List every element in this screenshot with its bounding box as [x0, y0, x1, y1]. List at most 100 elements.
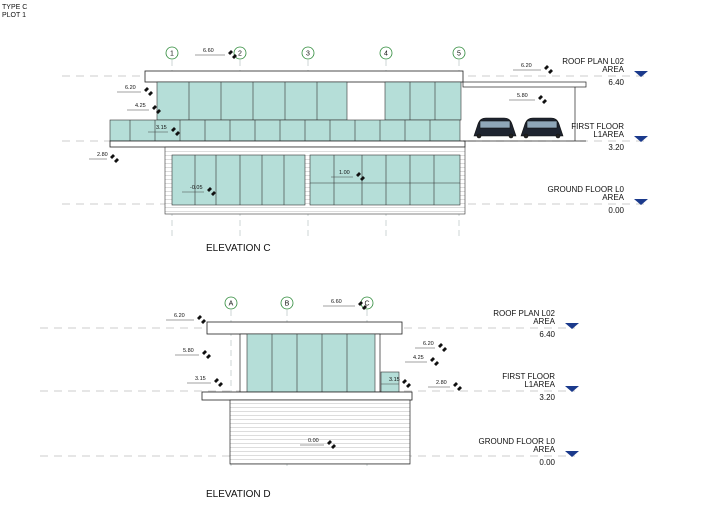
elevation-arrow-icon: [171, 127, 180, 136]
elevation-arrow-icon: [544, 65, 553, 74]
level-triangle-icon: [634, 71, 648, 77]
dimension-value: 1.00: [339, 170, 350, 176]
level-area: AREA: [533, 445, 555, 454]
level-elevation: 3.20: [539, 393, 555, 402]
elevation-arrow-icon: [453, 382, 462, 391]
level-elevation: 0.00: [608, 206, 624, 215]
roof-slab: [144, 70, 464, 83]
dimension-tag: 5.80: [175, 348, 211, 359]
dimension-tag: 0.00: [300, 438, 336, 449]
grid-bubble-label: B: [285, 301, 290, 308]
dimension-value: 4.25: [135, 103, 146, 109]
dimension-tag: -0.05: [182, 185, 216, 196]
grid-bubble: A: [224, 296, 238, 310]
grid-bubble-label: 3: [306, 51, 310, 58]
dimension-tag: 6.20: [166, 313, 206, 324]
grid-bubble-label: 2: [238, 51, 242, 58]
elevation-arrow-icon: [197, 315, 206, 324]
elevation-arrow-icon: [438, 343, 447, 352]
elevation-arrow-icon: [202, 350, 211, 359]
first-floor-slab-d: [201, 391, 413, 401]
ground-floor: [164, 146, 466, 215]
dimension-value: 2.80: [436, 380, 447, 386]
dimension-value: 6.20: [521, 63, 532, 69]
dimension-tag: 1.00: [331, 170, 365, 181]
plot-label: PLOT 1: [2, 12, 26, 19]
dimension-tag: 6.20: [513, 63, 553, 74]
elevation-arrow-icon: [152, 105, 161, 114]
elevation-arrow-icon: [327, 440, 336, 449]
ground-wall-d: [229, 399, 411, 465]
sheet-header: TYPE C PLOT 1: [2, 4, 27, 20]
grid-bubble: 5: [452, 46, 466, 60]
level-elevation: 6.40: [608, 78, 624, 87]
car-icon: [473, 117, 564, 139]
dimension-tag: 4.25: [127, 103, 161, 114]
type-label: TYPE C: [2, 4, 28, 11]
elevation-d-title: ELEVATION D: [206, 489, 271, 500]
elevation-arrow-icon: [356, 172, 365, 181]
dimension-tag: 6.60: [195, 48, 237, 59]
grid-bubble: 2: [233, 46, 247, 60]
grid-bubble-label: 1: [170, 51, 174, 58]
dimension-tag: 6.60: [323, 299, 367, 310]
dimension-value: 5.80: [517, 93, 528, 99]
grid-bubble-label: A: [229, 301, 234, 308]
dimension-value: 6.60: [331, 299, 342, 305]
level-name: GROUND FLOOR L0: [479, 437, 556, 446]
level-area: AREA: [602, 193, 624, 202]
upper-glazing: [156, 81, 462, 121]
elevation-arrow-icon: [144, 87, 153, 96]
level-triangle-icon: [565, 386, 579, 392]
level-elevation: 6.40: [539, 330, 555, 339]
elevation-arrow-icon: [358, 301, 367, 310]
dimension-tag: 2.80: [428, 380, 462, 391]
elevation-c-title: ELEVATION C: [206, 243, 271, 254]
elevation-arrow-icon: [538, 95, 547, 104]
dimension-value: 4.25: [413, 355, 424, 361]
dimension-value: 2.80: [97, 152, 108, 158]
grid-bubble-label: 4: [384, 51, 388, 58]
dimension-tag: 3.15: [148, 125, 180, 136]
carport: [462, 81, 587, 142]
level-area: AREA: [602, 65, 624, 74]
elevation-arrow-icon: [228, 50, 237, 59]
dimension-value: -0.05: [190, 185, 203, 191]
grid-bubble: 1: [165, 46, 179, 60]
elevation-arrow-icon: [110, 154, 119, 163]
level-triangle-icon: [565, 451, 579, 457]
dimension-tag: 2.80: [89, 152, 119, 163]
dimension-tag: 6.20: [415, 341, 447, 352]
level-area: L1AREA: [593, 130, 624, 139]
level-elevation: 3.20: [608, 143, 624, 152]
level-triangle-icon: [634, 136, 648, 142]
dimension-value: 6.20: [174, 313, 185, 319]
dimension-value: 6.20: [423, 341, 434, 347]
dimension-tag: 5.80: [509, 93, 547, 104]
dimension-value: 6.20: [125, 85, 136, 91]
level-name: FIRST FLOOR: [571, 122, 624, 131]
balcony-balustrade: [109, 119, 461, 142]
dimension-tag: 3.15: [381, 377, 411, 388]
grid-bubble: B: [280, 296, 294, 310]
level-name: ROOF PLAN L02: [493, 309, 555, 318]
level-name: FIRST FLOOR: [502, 372, 555, 381]
dimension-value: 0.00: [308, 438, 319, 444]
dimension-tag: 3.15: [187, 376, 223, 387]
level-triangle-icon: [634, 199, 648, 205]
elevation-arrow-icon: [430, 357, 439, 366]
dimension-value: 3.15: [195, 376, 206, 382]
level-elevation: 0.00: [539, 458, 555, 467]
dimension-value: 6.60: [203, 48, 214, 54]
dimension-value: 3.15: [156, 125, 167, 131]
roof-slab-d: [206, 321, 403, 335]
elevation-c: [62, 60, 645, 240]
dimension-value: 3.15: [389, 377, 400, 383]
dimension-tag: 4.25: [405, 355, 439, 366]
grid-bubble-label: 5: [457, 51, 461, 58]
grid-bubble: 3: [301, 46, 315, 60]
grid-bubble: 4: [379, 46, 393, 60]
